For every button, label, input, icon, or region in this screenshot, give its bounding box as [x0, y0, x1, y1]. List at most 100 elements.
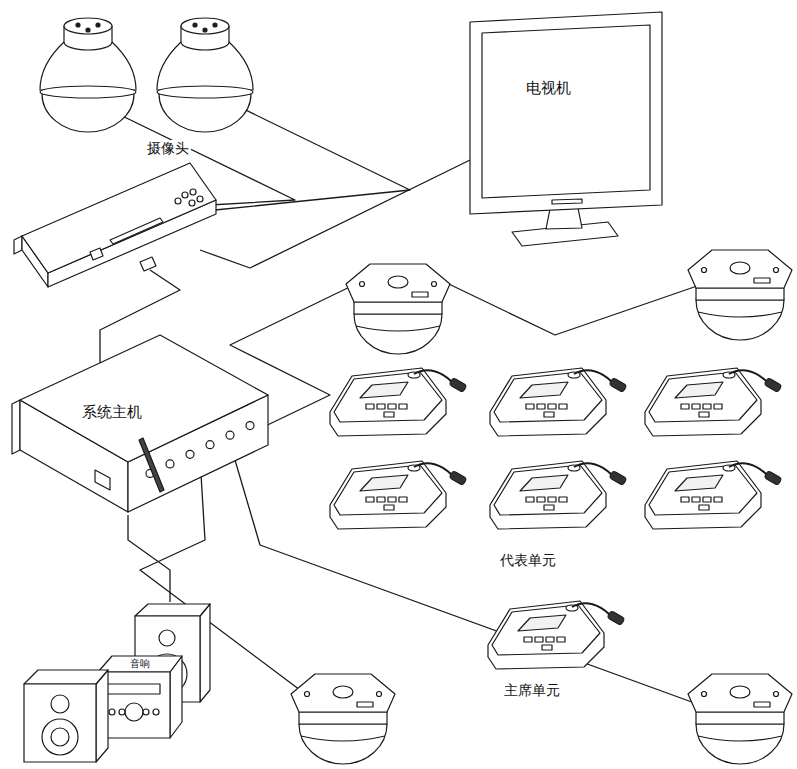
amp-button — [109, 709, 115, 715]
unit-base — [645, 368, 761, 436]
unit-top — [334, 372, 442, 422]
ceiling-screw — [305, 692, 310, 697]
ceiling-band — [698, 312, 782, 317]
plug — [140, 257, 156, 271]
unit-button — [366, 497, 374, 502]
power-switch — [95, 470, 110, 490]
system-host: 系统主机 — [10, 325, 280, 515]
speaker-top — [24, 670, 108, 684]
mic-head — [449, 471, 467, 486]
unit-top — [334, 465, 442, 515]
ceiling-camera — [688, 674, 792, 764]
unit-button — [559, 497, 567, 502]
unit-button — [699, 412, 709, 417]
unit-button — [703, 497, 711, 502]
tweeter — [159, 630, 175, 646]
amp-button — [153, 709, 159, 715]
conference-unit — [645, 461, 782, 529]
power-socket — [90, 248, 103, 260]
tv-monitor-outline — [466, 8, 666, 250]
ceiling-plate — [291, 674, 395, 712]
camera-dome — [159, 94, 251, 132]
amp-button — [143, 709, 149, 715]
unit-display — [360, 475, 408, 491]
unit-display — [520, 475, 568, 491]
unit-button — [544, 412, 554, 417]
unit-button — [692, 404, 700, 409]
camera-controller — [14, 163, 216, 287]
unit-button — [366, 404, 374, 409]
amp-button — [119, 709, 125, 715]
conference-unit — [490, 461, 627, 529]
unit-button — [703, 404, 711, 409]
unit-button — [559, 404, 567, 409]
tv-monitor: 电视机 — [466, 8, 666, 250]
amp-display — [106, 684, 160, 694]
unit-button — [557, 637, 565, 642]
port — [226, 431, 234, 439]
unit-button — [537, 404, 545, 409]
cable — [230, 443, 700, 705]
unit-button — [714, 404, 722, 409]
mic-head — [764, 471, 782, 486]
unit-button — [548, 404, 556, 409]
tv-logo — [552, 199, 582, 204]
speaker-side — [200, 604, 210, 702]
ceiling-band — [356, 326, 440, 331]
ceiling-band — [698, 736, 782, 741]
unit-button — [384, 412, 394, 417]
caption-label: 主席单元 — [502, 682, 562, 699]
unit-top — [494, 465, 602, 515]
dome-camera — [157, 18, 253, 132]
port — [186, 450, 194, 458]
tv-neck — [546, 208, 582, 229]
audio-system-outline — [18, 602, 218, 766]
unit-base — [330, 461, 446, 529]
device-top — [22, 163, 216, 273]
unit-base — [645, 461, 761, 529]
unit-button — [388, 497, 396, 502]
ceiling-plate — [688, 674, 792, 712]
ceiling-plate — [346, 264, 450, 302]
unit-base — [330, 368, 446, 436]
port — [197, 196, 203, 202]
ceiling-screw — [360, 282, 365, 287]
unit-base — [488, 601, 604, 669]
ceiling-screw — [702, 692, 707, 697]
woofer — [42, 719, 78, 755]
cable — [200, 160, 470, 268]
system-host-outline — [10, 325, 280, 515]
speaker-front — [24, 684, 96, 762]
device-slot — [110, 218, 163, 244]
node-label: 电视机 — [526, 79, 571, 97]
port — [175, 198, 181, 204]
camera-screw — [76, 23, 80, 27]
ceiling-camera — [688, 250, 792, 340]
unit-button — [524, 637, 532, 642]
unit-display — [518, 615, 566, 631]
rack-ear — [14, 236, 22, 254]
rack-ear — [12, 400, 20, 454]
unit-button — [692, 497, 700, 502]
unit-button — [526, 404, 534, 409]
tweeter — [51, 695, 69, 713]
unit-display — [675, 475, 723, 491]
amp-front — [98, 672, 170, 738]
unit-display — [675, 382, 723, 398]
unit-button — [377, 497, 385, 502]
unit-base — [490, 461, 606, 529]
ceiling-badge — [754, 702, 770, 707]
cable-connector — [128, 515, 170, 602]
ceiling-hole — [730, 262, 750, 274]
unit-button — [681, 497, 689, 502]
ceiling-screw — [377, 692, 382, 697]
ceiling-dome — [696, 300, 784, 340]
woofer-cone — [51, 728, 69, 746]
cable — [430, 275, 700, 335]
ceiling-skirt — [354, 302, 442, 314]
port — [182, 192, 188, 198]
unit-button — [399, 497, 407, 502]
mic-neck — [729, 463, 767, 475]
tv-screen — [482, 25, 650, 198]
ceiling-hole — [388, 276, 408, 288]
